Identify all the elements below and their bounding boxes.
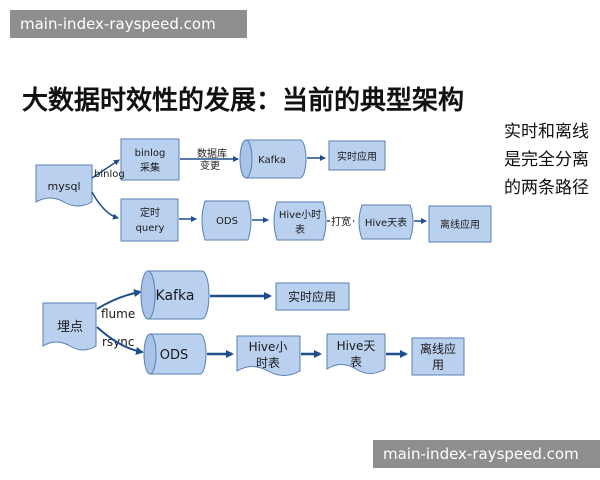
diagram-1: mysql binlog 采集 binlog 数据库 变更 Kafka 实时应用… <box>35 138 492 243</box>
hive-day-1-label: Hive天表 <box>365 216 407 229</box>
page-title: 大数据时效性的发展：当前的典型架构 <box>22 86 465 116</box>
binlog-node-line-1: binlog <box>135 148 166 159</box>
hive-hour-2-line-1: Hive小 <box>249 340 288 354</box>
kafka-1-label: Kafka <box>258 155 286 166</box>
arrow-maidian-kafka <box>96 289 142 310</box>
maidian-label: 埋点 <box>57 320 83 335</box>
flume-label: flume <box>101 307 135 321</box>
side-note-line-3: 的两条路径 <box>504 178 589 198</box>
diagram-2: 埋点 flume rsync Kafka 实时应用 ODS Hive小 <box>42 270 465 376</box>
realtime-app-2-label: 实时应用 <box>288 289 336 304</box>
mysql-node <box>35 164 93 207</box>
hive-hour-2-line-2: 时表 <box>256 356 280 370</box>
ods-node-1 <box>201 200 252 241</box>
watermark-bottom: main-index-rayspeed.com <box>373 440 600 468</box>
realtime-app-1-label: 实时应用 <box>337 150 377 163</box>
mysql-label: mysql <box>48 180 81 193</box>
db-change-line-2: 变更 <box>200 159 220 172</box>
side-note: 实时和离线 是完全分离 的两条路径 <box>504 118 589 202</box>
offline-app-2-line-2: 用 <box>432 358 444 372</box>
offline-app-2-line-1: 离线应 <box>420 341 456 356</box>
arrow-mysql-query <box>91 191 119 220</box>
ods-1-label: ODS <box>216 216 238 227</box>
dapang-label: 打宽 <box>331 215 351 228</box>
realtime-app-node-1 <box>328 140 386 171</box>
offline-app-node-1 <box>428 205 492 243</box>
kafka-node-1 <box>239 139 307 179</box>
arrow-mysql-binlog <box>91 159 120 179</box>
hive-day-node-1 <box>358 204 414 240</box>
hive-day-2-line-1: Hive天 <box>337 339 376 353</box>
binlog-node <box>120 138 180 181</box>
binlog-edge-label: binlog <box>94 169 125 180</box>
db-change-line-1: 数据库 <box>197 147 227 160</box>
binlog-node-line-2: 采集 <box>140 161 160 174</box>
hive-hour-1-line-1: Hive小时 <box>279 209 321 221</box>
watermark-top: main-index-rayspeed.com <box>10 10 247 38</box>
hive-hour-node-1 <box>273 201 327 241</box>
timed-query-line-1: 定时 <box>140 206 160 219</box>
kafka-node-2 <box>140 270 210 320</box>
ods-2-label: ODS <box>160 348 189 363</box>
hive-hour-node-2 <box>236 335 301 376</box>
offline-app-1-label: 离线应用 <box>440 218 480 231</box>
side-note-line-1: 实时和离线 <box>504 122 589 142</box>
hive-day-2-line-2: 表 <box>350 355 362 369</box>
arrow-maidian-ods <box>96 326 144 355</box>
timed-query-line-2: query <box>136 223 165 234</box>
hive-day-node-2 <box>326 333 386 374</box>
offline-app-node-2 <box>411 337 465 376</box>
hive-hour-1-line-2: 表 <box>295 223 305 236</box>
maidian-node <box>42 302 97 351</box>
ods-node-2 <box>143 333 207 375</box>
kafka-2-label: Kafka <box>156 288 195 304</box>
timed-query-node <box>120 198 179 242</box>
side-note-line-2: 是完全分离 <box>504 150 589 170</box>
realtime-app-node-2 <box>275 282 350 311</box>
